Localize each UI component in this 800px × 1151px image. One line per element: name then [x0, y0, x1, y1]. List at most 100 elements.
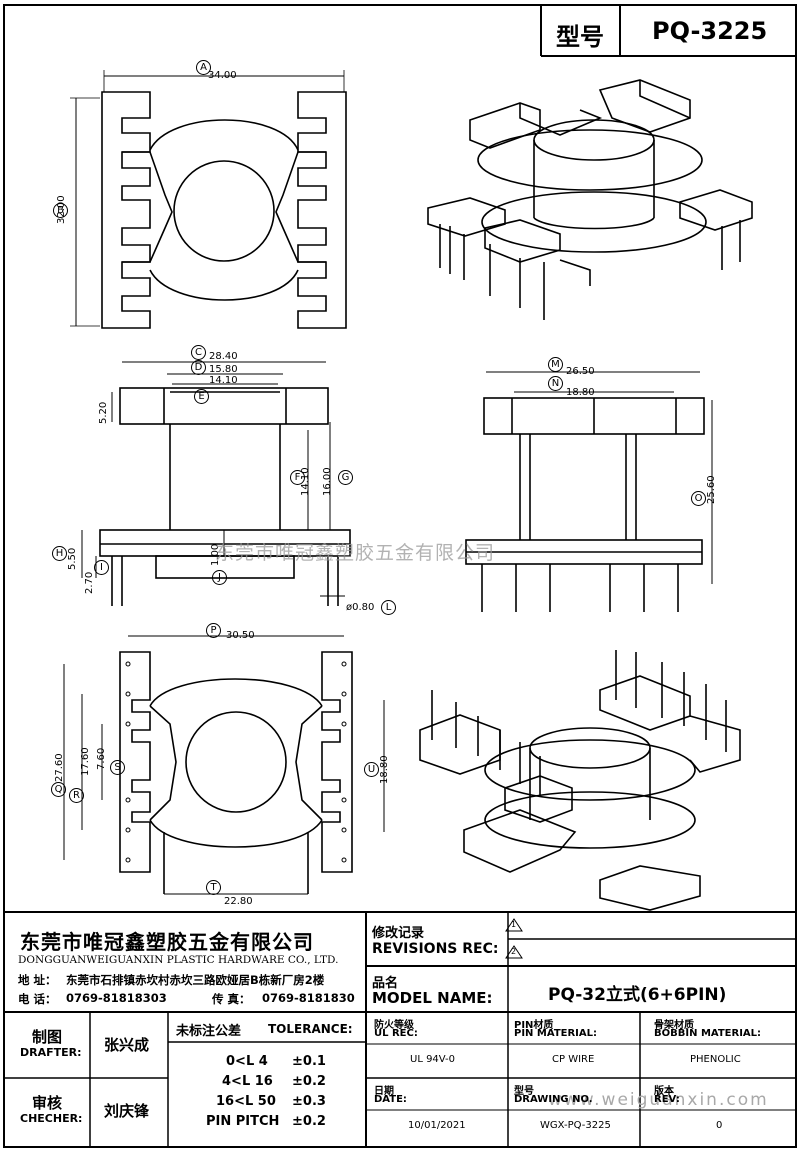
drafter-label-en: DRAFTER:	[20, 1046, 82, 1059]
dim-e-letter: E	[194, 389, 209, 404]
top-view	[70, 70, 347, 329]
isometric-view-bottom	[419, 650, 741, 911]
fax-value: 0769-8181830	[262, 991, 355, 1005]
company-name-en: DONGGUANWEIGUANXIN PLASTIC HARDWARE CO.,…	[18, 954, 339, 966]
date-value: 10/01/2021	[408, 1120, 466, 1131]
model-label: 型号	[556, 23, 604, 51]
tolerance-range-2: 4<L 16	[222, 1074, 273, 1089]
tolerance-title-en: TOLERANCE:	[268, 1022, 353, 1036]
dim-b-value: 32.00	[56, 195, 67, 224]
dim-n-value: 18.80	[566, 387, 595, 398]
dim-c-value: 28.40	[209, 351, 238, 362]
dim-o-letter: O	[691, 491, 706, 506]
dim-d-value: 15.80	[209, 364, 238, 375]
bottom-view	[63, 635, 385, 895]
dim-j-letter: J	[212, 570, 227, 585]
ul-label-en: UL REC:	[374, 1028, 418, 1039]
address-value: 东莞市石排镇赤坎村赤坎三路欧娅居B栋新厂房2楼	[66, 973, 325, 987]
dim-u-letter: U	[364, 762, 379, 777]
date-label-cn: 日期	[374, 1086, 394, 1097]
date-label-en: DATE:	[374, 1094, 407, 1105]
dim-o-value: 25.60	[706, 475, 717, 504]
rev-label-en: REV:	[654, 1094, 680, 1105]
dim-q-letter: Q	[51, 782, 66, 797]
tolerance-range-1: 0<L 4	[226, 1054, 268, 1069]
dim-s-value: 7.60	[96, 747, 107, 770]
rev-label-cn: 版本	[654, 1086, 674, 1097]
revision-2: 2	[511, 947, 517, 956]
drawing-label-cn: 型号	[514, 1086, 534, 1097]
revision-1: 1	[511, 920, 517, 929]
pin-value: CP WIRE	[552, 1054, 595, 1065]
tolerance-value-2: ±0.2	[292, 1074, 326, 1089]
dim-d-letter: D	[191, 360, 206, 375]
drawing-label-en: DRAWING NO.	[514, 1094, 593, 1105]
header-box	[540, 5, 796, 57]
dim-l-value: ø0.80	[346, 602, 375, 613]
ul-label-cn: 防火等级	[374, 1020, 414, 1031]
watermark-company: 东莞市唯冠鑫塑胶五金有限公司	[215, 542, 496, 564]
drafter-label-cn: 制图	[32, 1028, 63, 1046]
tel-value: 0769-81818303	[66, 991, 167, 1005]
dim-m-letter: M	[548, 357, 563, 372]
dim-p-letter: P	[206, 623, 221, 638]
tolerance-value-1: ±0.1	[292, 1054, 326, 1069]
model-name-label-en: MODEL NAME:	[372, 989, 493, 1007]
dim-f-value: 14.10	[300, 467, 311, 496]
dim-t-value: 22.80	[224, 896, 253, 907]
model-value: PQ-3225	[652, 17, 768, 45]
dim-c-letter: C	[191, 345, 206, 360]
dim-s-letter: S	[110, 760, 125, 775]
dim-a-letter: A	[196, 60, 211, 75]
rev-value: 0	[716, 1120, 723, 1131]
tolerance-range-3: 16<L 50	[216, 1094, 276, 1109]
dim-q-value: 27.60	[54, 753, 65, 782]
bobbin-value: PHENOLIC	[690, 1054, 741, 1065]
dim-p-value: 30.50	[226, 630, 255, 641]
dim-i-value: 2.70	[84, 571, 95, 594]
dim-g-letter: G	[338, 470, 353, 485]
watermark-url: www.weiguanxin.com	[548, 1090, 769, 1110]
bobbin-label-cn: 骨架材质	[654, 1020, 694, 1031]
isometric-view-top	[427, 79, 753, 320]
tolerance-value-4: ±0.2	[292, 1114, 326, 1129]
dim-r-letter: R	[69, 788, 84, 803]
tolerance-value-3: ±0.3	[292, 1094, 326, 1109]
dim-t-letter: T	[206, 880, 221, 895]
title-block-grid	[4, 911, 796, 1147]
sheet-frame	[3, 4, 797, 1148]
dim-i-letter: I	[94, 560, 109, 575]
ul-value: UL 94V-0	[410, 1054, 456, 1065]
dim-a-value: 34.00	[208, 70, 237, 81]
model-name-value: PQ-32立式(6+6PIN)	[548, 985, 727, 1005]
tolerance-range-4: PIN PITCH	[206, 1114, 280, 1129]
checker-label-cn: 审核	[32, 1094, 63, 1112]
pin-label-cn: PIN材质	[514, 1020, 554, 1031]
revisions-label-cn: 修改记录	[372, 926, 425, 941]
dim-g-value: 16.00	[322, 467, 333, 496]
model-name-label-cn: 品名	[372, 976, 399, 991]
drafter-name: 张兴成	[104, 1036, 150, 1054]
checker-label-en: CHECHER:	[20, 1112, 83, 1125]
checker-name: 刘庆锋	[104, 1102, 150, 1120]
dim-n-letter: N	[548, 376, 563, 391]
fax-label: 传 真：	[212, 992, 251, 1006]
address-label: 地 址：	[18, 973, 57, 987]
pin-label-en: PIN MATERIAL:	[514, 1028, 597, 1039]
tel-label: 电 话：	[18, 992, 57, 1006]
company-name-cn: 东莞市唯冠鑫塑胶五金有限公司	[20, 930, 314, 954]
dim-u-value: 18.80	[379, 755, 390, 784]
dim-e-value: 14.10	[209, 375, 238, 386]
tolerance-title-cn: 未标注公差	[176, 1024, 242, 1039]
drawing-value: WGX-PQ-3225	[540, 1120, 611, 1131]
dim-h-value: 5.50	[67, 547, 78, 570]
side-view	[465, 371, 713, 612]
dim-r-value: 17.60	[80, 747, 91, 776]
dim-h-letter: H	[52, 546, 67, 561]
dim-m-value: 26.50	[566, 366, 595, 377]
revisions-label-en: REVISIONS REC:	[372, 941, 499, 957]
bobbin-label-en: BOBBIN MATERIAL:	[654, 1028, 762, 1039]
dim-b-letter: B	[53, 203, 68, 218]
